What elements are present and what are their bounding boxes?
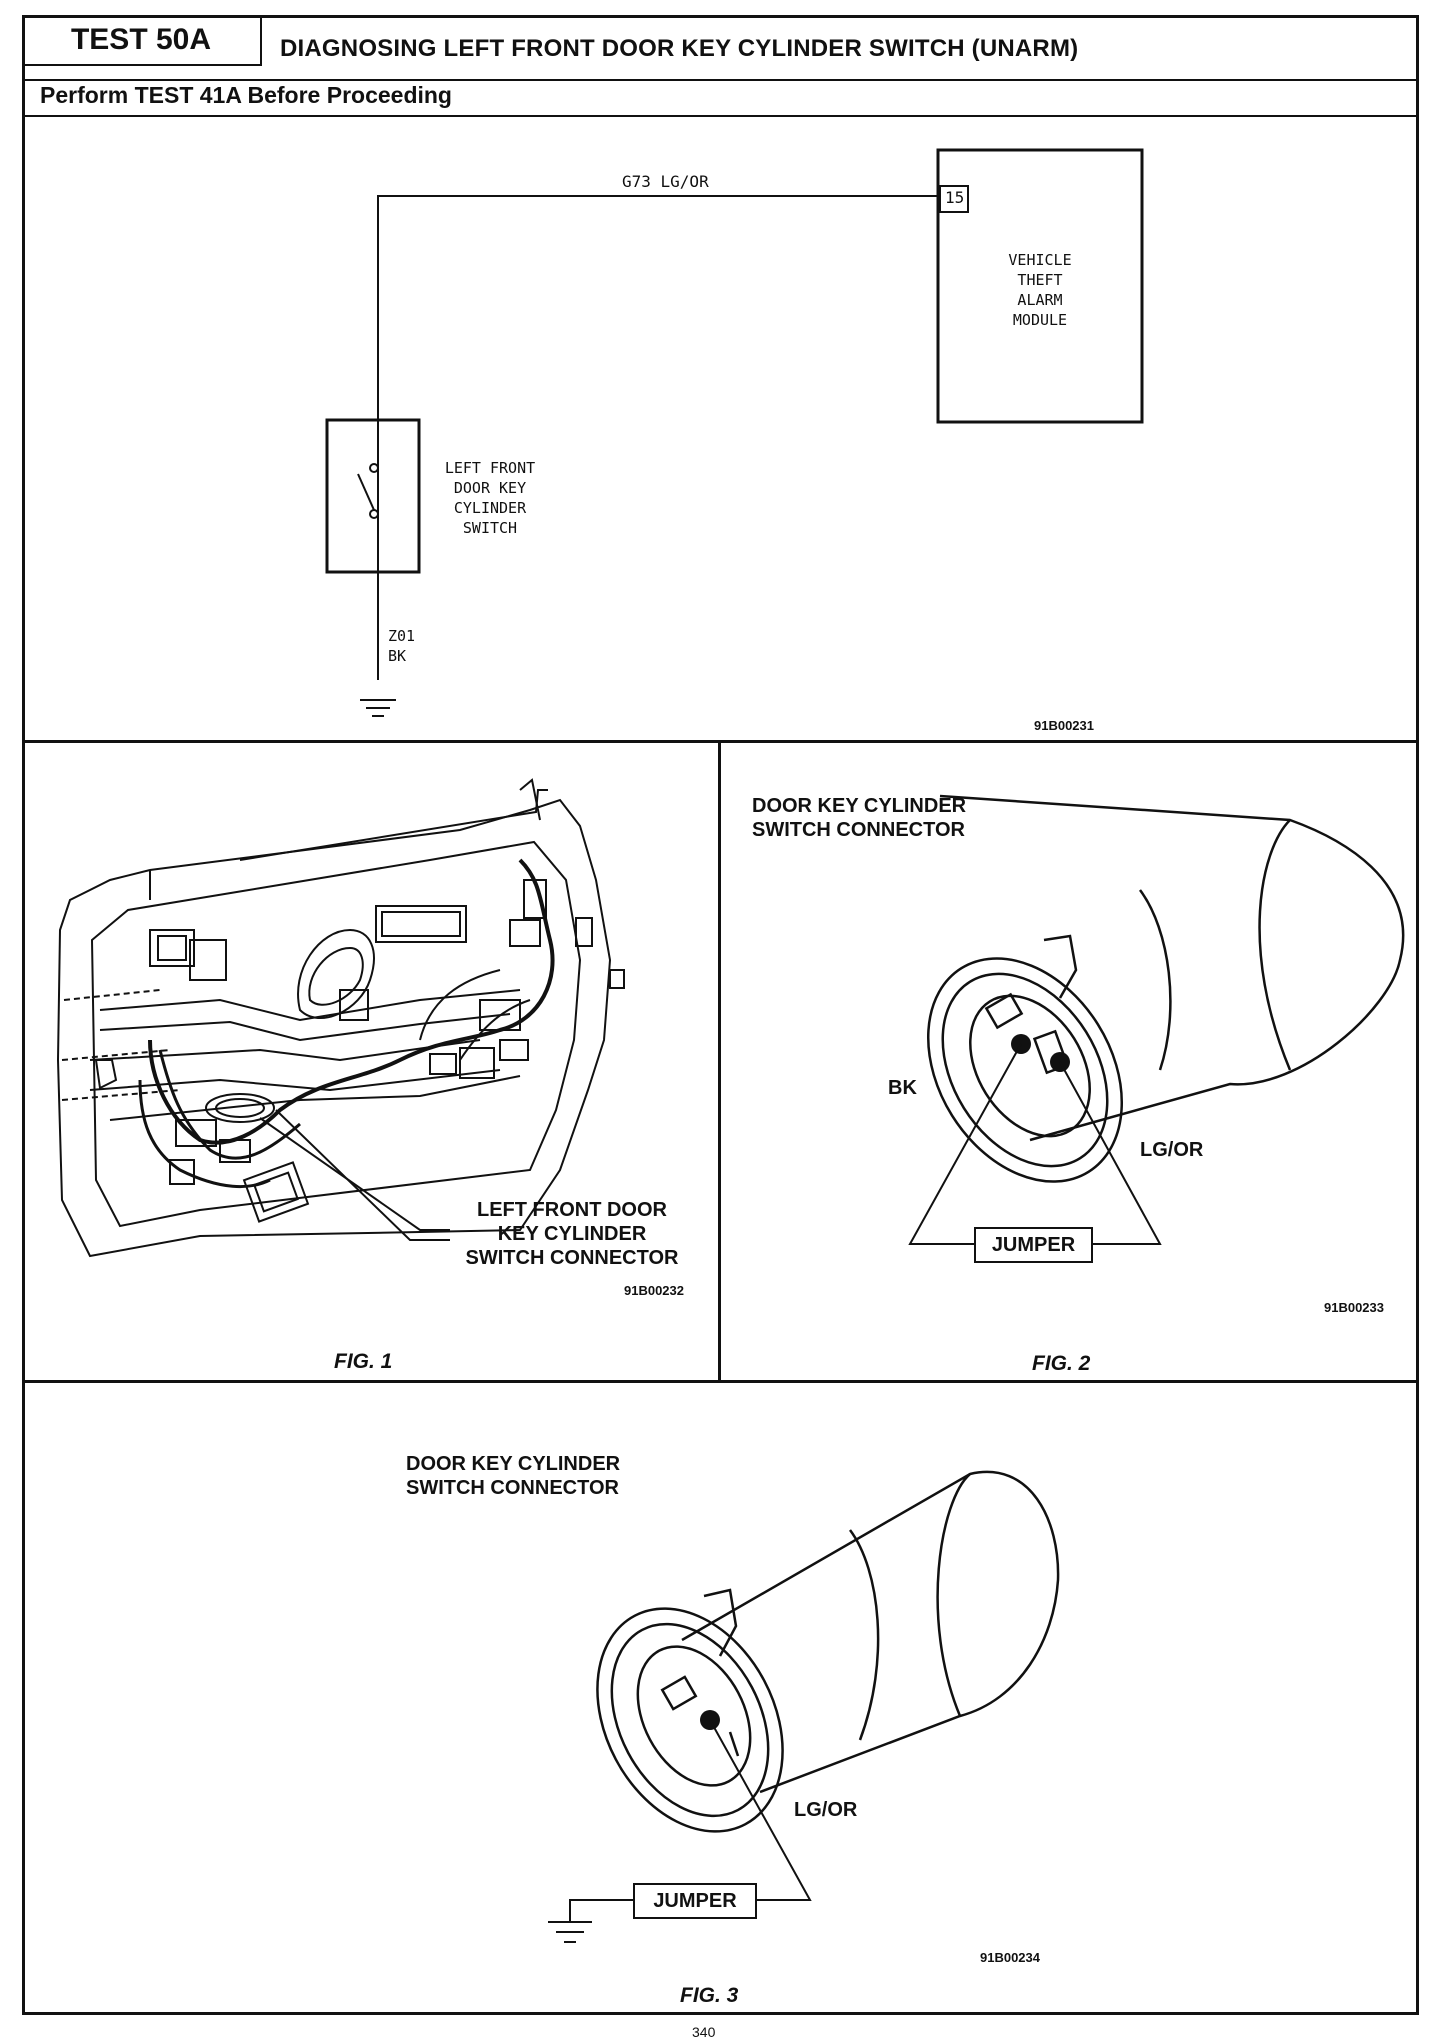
schematic-code: 91B00231 xyxy=(1034,718,1094,733)
test-label: TEST 50A xyxy=(22,15,262,66)
page-frame xyxy=(22,15,1419,2015)
fig2-caption: FIG. 2 xyxy=(1032,1352,1091,1375)
fig3-code: 91B00234 xyxy=(980,1950,1040,1965)
switch-label: LEFT FRONT DOOR KEY CYLINDER SWITCH xyxy=(444,459,536,537)
fig2-lgor-label: LG/OR xyxy=(1140,1139,1204,1161)
fig1-code: 91B00232 xyxy=(624,1283,684,1298)
module-pin-label: 15 xyxy=(945,188,965,207)
fig2-code: 91B00233 xyxy=(1324,1300,1384,1315)
fig1-callout: LEFT FRONT DOOR KEY CYLINDER SWITCH CONN… xyxy=(465,1199,679,1269)
fig3-heading: DOOR KEY CYLINDER SWITCH CONNECTOR xyxy=(406,1453,621,1499)
prerequisite-note: Perform TEST 41A Before Proceeding xyxy=(40,82,452,108)
fig1-caption: FIG. 1 xyxy=(334,1350,393,1373)
panel-divider-middle xyxy=(718,740,721,1380)
panel-divider-bottom xyxy=(22,1380,1419,1383)
fig2-jumper-label: JUMPER xyxy=(991,1234,1076,1256)
fig3-lgor-label: LG/OR xyxy=(794,1799,858,1821)
fig2-heading: DOOR KEY CYLINDER SWITCH CONNECTOR xyxy=(752,795,967,841)
page-title: DIAGNOSING LEFT FRONT DOOR KEY CYLINDER … xyxy=(280,35,1079,62)
ground-wire-label: Z01 BK xyxy=(388,627,416,665)
wire-label-top: G73 LG/OR xyxy=(622,172,709,191)
header-divider xyxy=(22,115,1419,117)
page-number: 340 xyxy=(692,2024,716,2040)
module-label: VEHICLE THEFT ALARM MODULE xyxy=(1008,251,1072,329)
fig3-caption: FIG. 3 xyxy=(680,1984,739,2007)
header-row: TEST 50A DIAGNOSING LEFT FRONT DOOR KEY … xyxy=(22,15,1419,81)
fig2-bk-label: BK xyxy=(888,1077,917,1099)
fig3-jumper-label: JUMPER xyxy=(653,1890,737,1912)
